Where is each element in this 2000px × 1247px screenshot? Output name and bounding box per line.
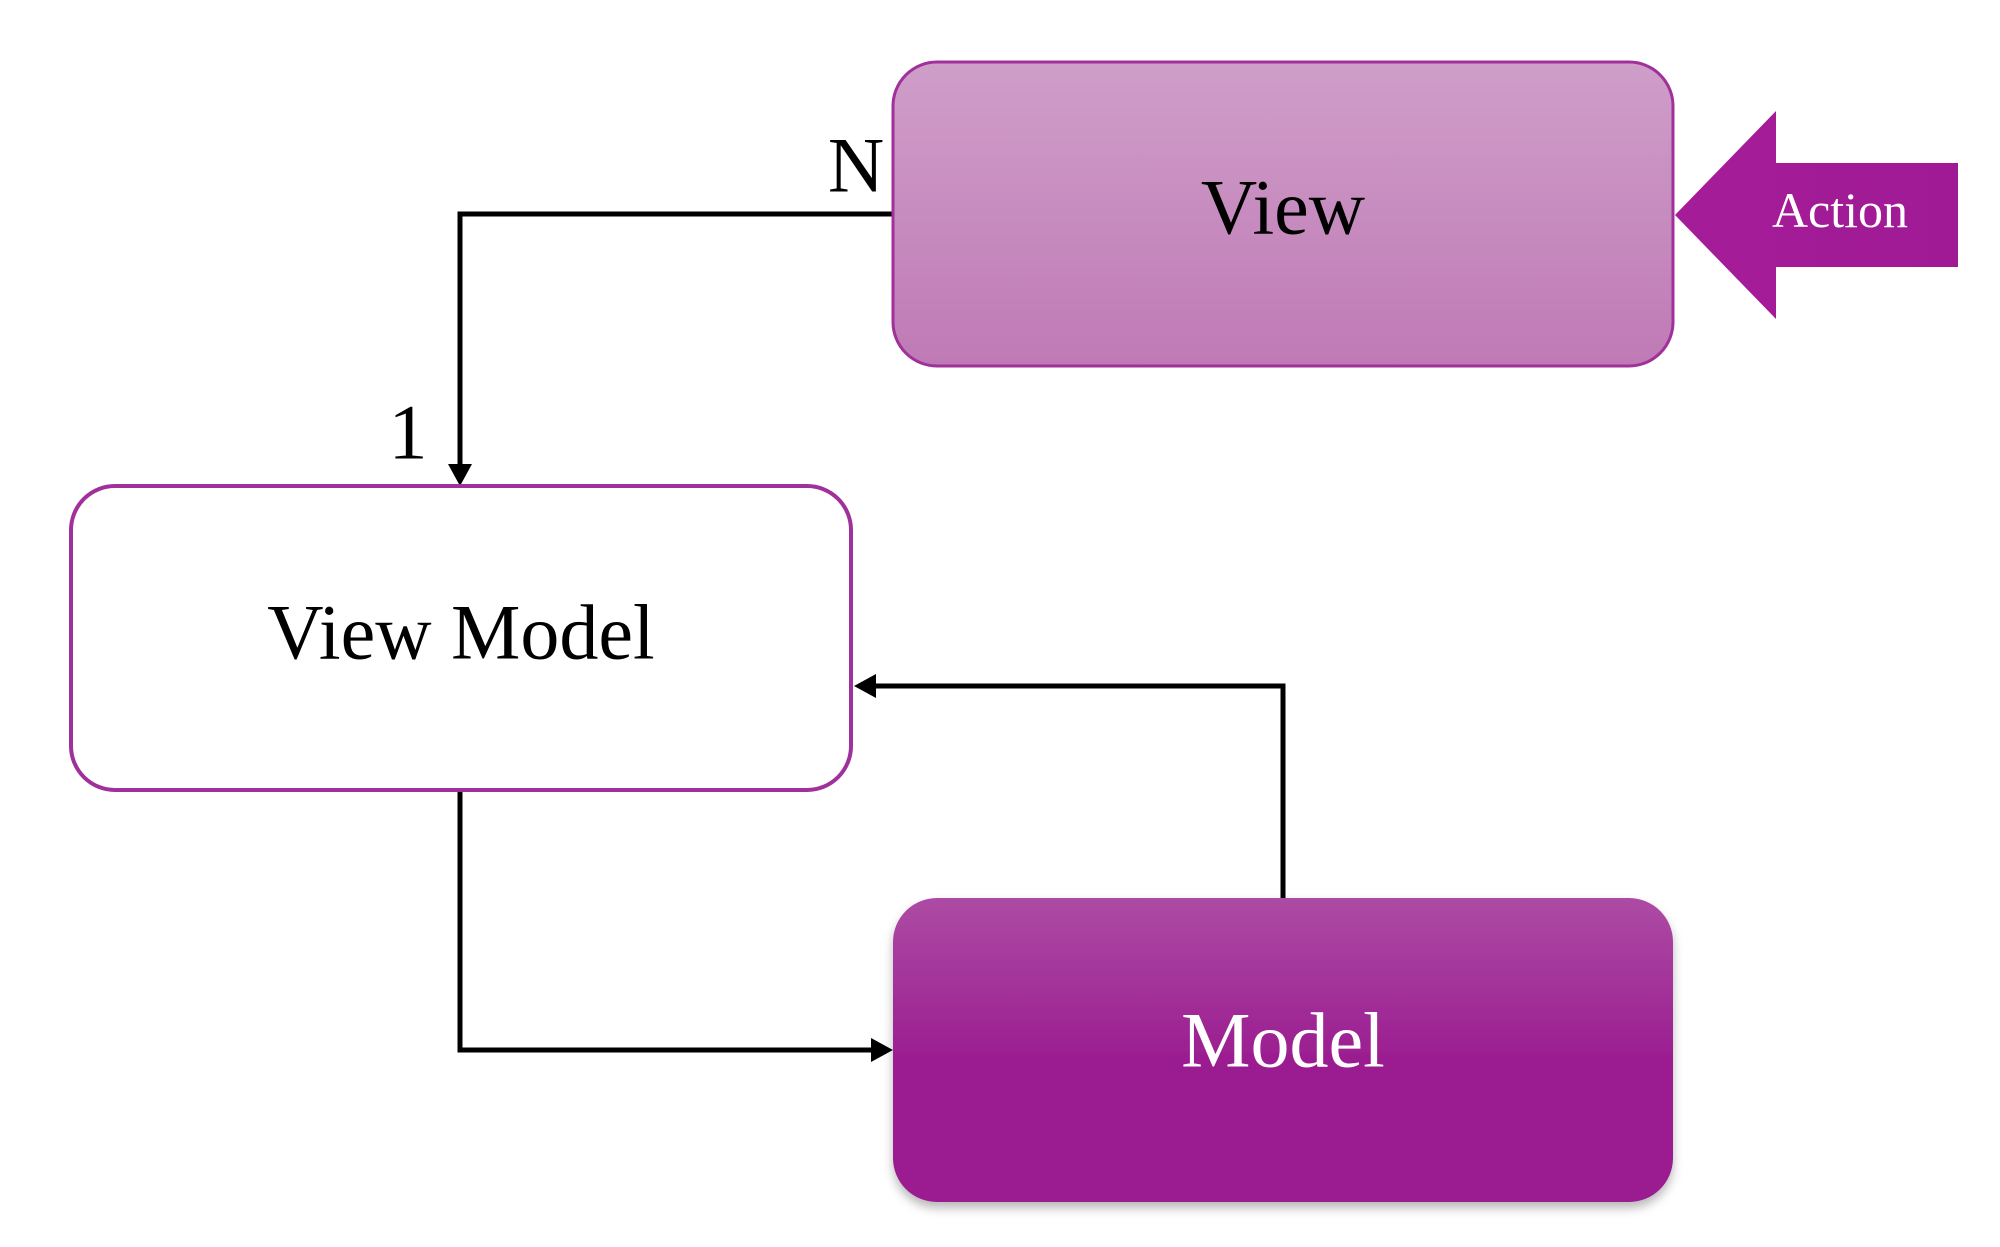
view-label: View [1201, 164, 1365, 251]
edge-view-model-to-model [457, 790, 893, 1062]
model-node: Model [893, 898, 1673, 1202]
arrowhead-model-left [871, 1038, 893, 1062]
action-label: Action [1772, 182, 1908, 238]
view-model-label: View Model [267, 589, 654, 676]
view-node: View [891, 60, 1675, 368]
arrowhead-view-model-right [854, 674, 876, 698]
model-label: Model [1181, 997, 1385, 1084]
view-model-node: View Model [69, 484, 853, 792]
action-arrow: Action [1675, 111, 1958, 319]
edge-view-to-view-model [448, 211, 893, 486]
arrowhead-view-model-top [448, 464, 472, 486]
cardinality-1-label: 1 [389, 389, 428, 476]
edge-model-to-view-model [854, 674, 1286, 898]
cardinality-n-label: N [828, 122, 884, 209]
